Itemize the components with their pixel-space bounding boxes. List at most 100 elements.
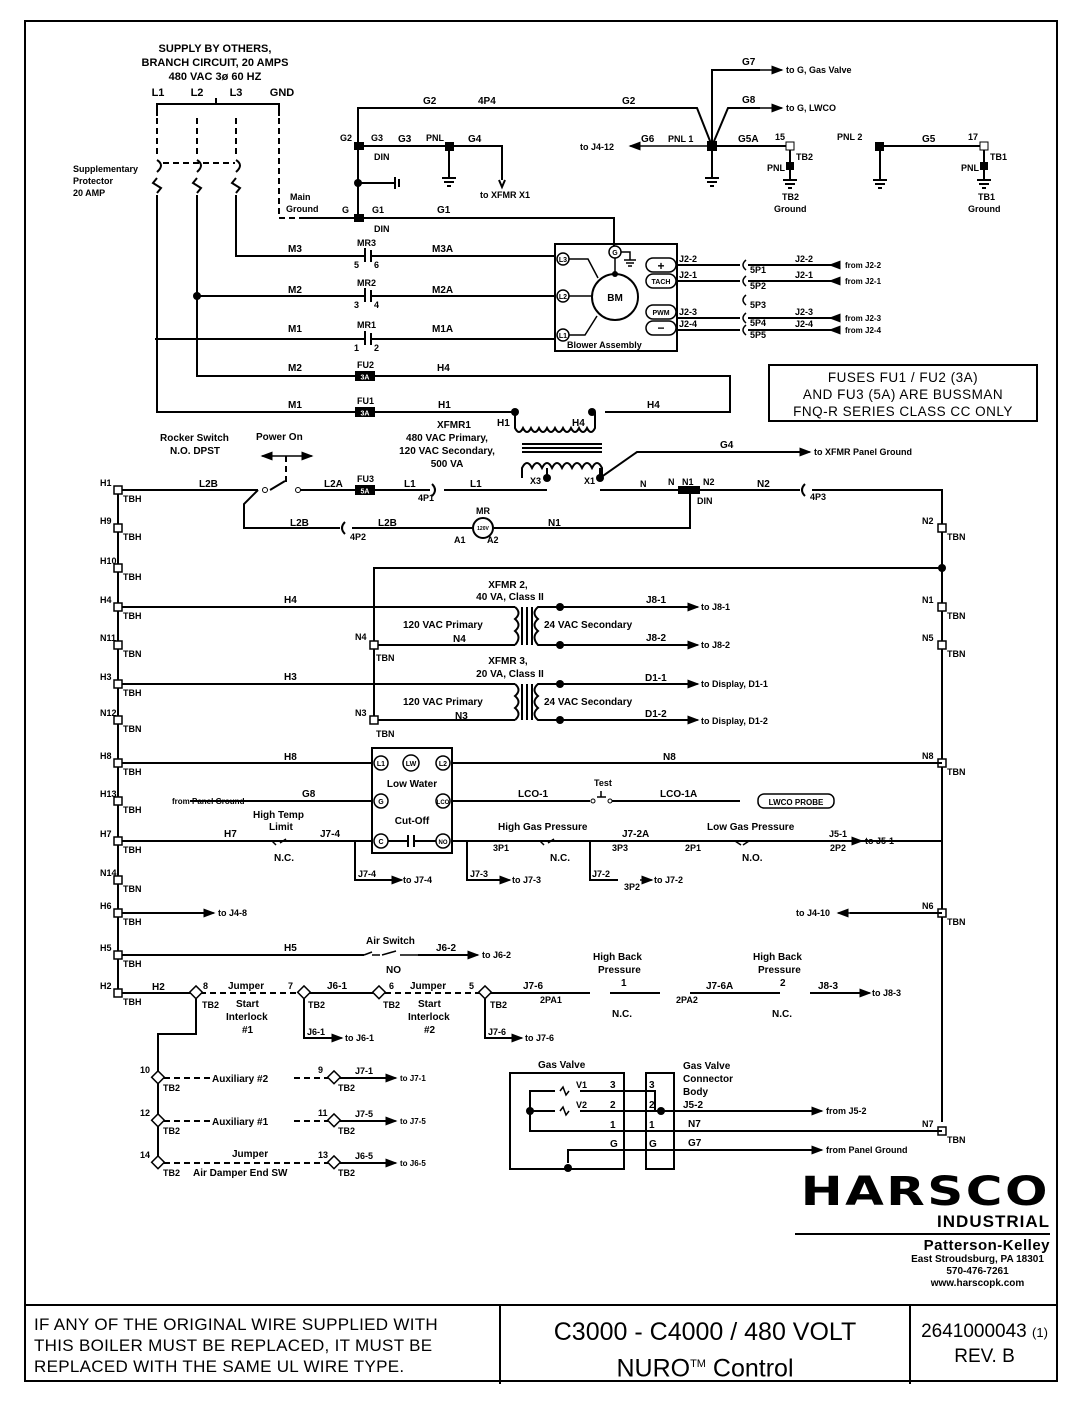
tb2-terminal-7: [296, 984, 312, 1000]
tb2-terminal-6: [371, 984, 387, 1000]
pnl-terminal: [445, 142, 454, 151]
wire-m3a: M3A: [432, 244, 453, 255]
label-c: C: [378, 839, 383, 846]
xfmr-secondary-wires: [560, 606, 690, 721]
ground-icon: [442, 177, 456, 187]
label-g2: G2: [423, 96, 437, 107]
wire-j7-6a: J7-6A: [706, 981, 733, 992]
terminal-id: N8: [922, 751, 934, 761]
wire-l1: L1: [404, 479, 416, 490]
wire-l1: L1: [470, 479, 482, 490]
wire-right: J2-2: [795, 254, 813, 264]
wire-j5-1: J5-1: [829, 829, 847, 839]
wire-h4: H4: [284, 595, 297, 606]
protector-line-2: Protector: [73, 176, 114, 186]
dest-j8-3: to J8-3: [872, 988, 901, 998]
minus-label: −: [657, 321, 664, 335]
label-lco: LCO: [437, 800, 450, 806]
phase-taps: [155, 295, 355, 340]
power-row: 5A 120V Rocker Switch N.O. DPST Power On…: [118, 432, 943, 1122]
tb2-terminal-10: [150, 1069, 166, 1085]
wire-j5-2: J5-2: [683, 1100, 703, 1111]
terminal-5: 5: [469, 981, 474, 991]
terminal-id: H7: [100, 829, 112, 839]
label-g2: G2: [340, 133, 352, 143]
terminal-17: 17: [968, 132, 978, 142]
terminal-id: H4: [100, 595, 112, 605]
terminal-id: H8: [100, 751, 112, 761]
xfmr3-secondary-coil: [533, 683, 560, 721]
dest-j6-1: to J6-1: [345, 1033, 374, 1043]
xfmr2-primary-label: 120 VAC Primary: [403, 620, 483, 631]
terminal-number: 12: [140, 1108, 150, 1118]
supply-bracket: [156, 98, 280, 116]
junction-dot: [193, 292, 201, 300]
wire-h3: H3: [284, 672, 297, 683]
label-tb2-ground: TB2: [782, 192, 799, 202]
contact-mr2: MR2: [357, 278, 376, 288]
company-name: Patterson-Kelley: [923, 1237, 1050, 1254]
fuse-note-line-2: AND FU3 (5A) ARE BUSSMAN: [802, 387, 1004, 402]
xfmr3-secondary-label: 24 VAC Secondary: [544, 697, 633, 708]
phase-wires: [156, 195, 355, 413]
wire-m1a: M1A: [432, 324, 453, 335]
wire-dest: from J2-3: [845, 314, 882, 323]
protector-line-3: 20 AMP: [73, 188, 105, 198]
label-ground: Ground: [968, 204, 1001, 214]
terminal-l1: [373, 755, 389, 771]
wire-j6-1: J6-1: [307, 1027, 325, 1037]
aux-dest: to J7-5: [400, 1117, 426, 1126]
wire-j7-2a: J7-2A: [622, 829, 649, 840]
wire-n7: N7: [688, 1119, 701, 1130]
plus-label: +: [657, 259, 664, 273]
low-water-cutoff: L1 LW L2 G LCO C NO Low Water Cut-Off H8…: [122, 747, 942, 854]
breaker-thermal-elements: [151, 177, 242, 194]
wire-d1-2: D1-2: [645, 709, 667, 720]
contact-mr1: MR1: [357, 320, 376, 330]
wire-h7: H7: [224, 829, 237, 840]
label-g7: G7: [742, 57, 756, 68]
wire-j7-6: J7-6: [488, 1027, 506, 1037]
plug-icon: [742, 312, 747, 324]
product-suffix: Control: [712, 1354, 794, 1383]
terminal-h8: [113, 758, 123, 768]
pressure-label: Pressure: [758, 965, 801, 976]
plug-2p1: 2P1: [685, 843, 701, 853]
fuse-note-line-3: FNQ-R SERIES CLASS CC ONLY: [793, 404, 1013, 419]
brand-name: HARSCO: [800, 1169, 1050, 1215]
label-g1: G1: [437, 205, 451, 216]
terminal-6: 6: [389, 981, 394, 991]
fuse-note-line-1: FUSES FU1 / FU2 (3A): [827, 370, 979, 385]
terminal-n1: [937, 602, 947, 612]
terminal-n14: [113, 875, 123, 885]
wire-right: J2-4: [795, 319, 813, 329]
connector-body-box: [645, 1072, 675, 1170]
gas-valve-title: Gas Valve: [538, 1060, 586, 1071]
lwco-contact: [388, 835, 436, 847]
dest-j4-10: to J4-10: [796, 908, 830, 918]
high-back-pressure-label: High Back: [593, 952, 642, 963]
supply-line-3: 480 VAC 3ø 60 HZ: [169, 71, 262, 83]
harsco-logo: HARSCO INDUSTRIAL Patterson-Kelley East …: [795, 1172, 1050, 1290]
junction-dot: [938, 564, 946, 572]
terminal-lco: [435, 793, 451, 809]
label-pnl: PNL: [426, 133, 445, 143]
rocker-switch-label: Rocker Switch: [160, 433, 229, 444]
lwco-wires: [122, 762, 942, 842]
tb2-terminal-5: [477, 984, 493, 1000]
arrow: [498, 179, 506, 190]
pnl-terminal: [980, 162, 988, 170]
xfmr-primary-wires: [122, 606, 515, 721]
wire-h1: H1: [438, 400, 451, 411]
drawing-number-block: 2641000043 (1) REV. B: [911, 1306, 1058, 1384]
label-tb2: TB2: [163, 1083, 180, 1093]
sheet-number: (1): [1032, 1325, 1048, 1340]
switch-number: 2: [780, 978, 786, 989]
plug-label: 5P3: [750, 300, 766, 310]
interlock-label: Interlock: [408, 1012, 450, 1023]
label-mr: MR: [476, 506, 490, 516]
label-tbn: TBN: [376, 729, 395, 739]
terminal-block-type: TBN: [123, 724, 142, 734]
terminal-g: [373, 793, 389, 809]
wire-l2b: L2B: [378, 518, 397, 529]
